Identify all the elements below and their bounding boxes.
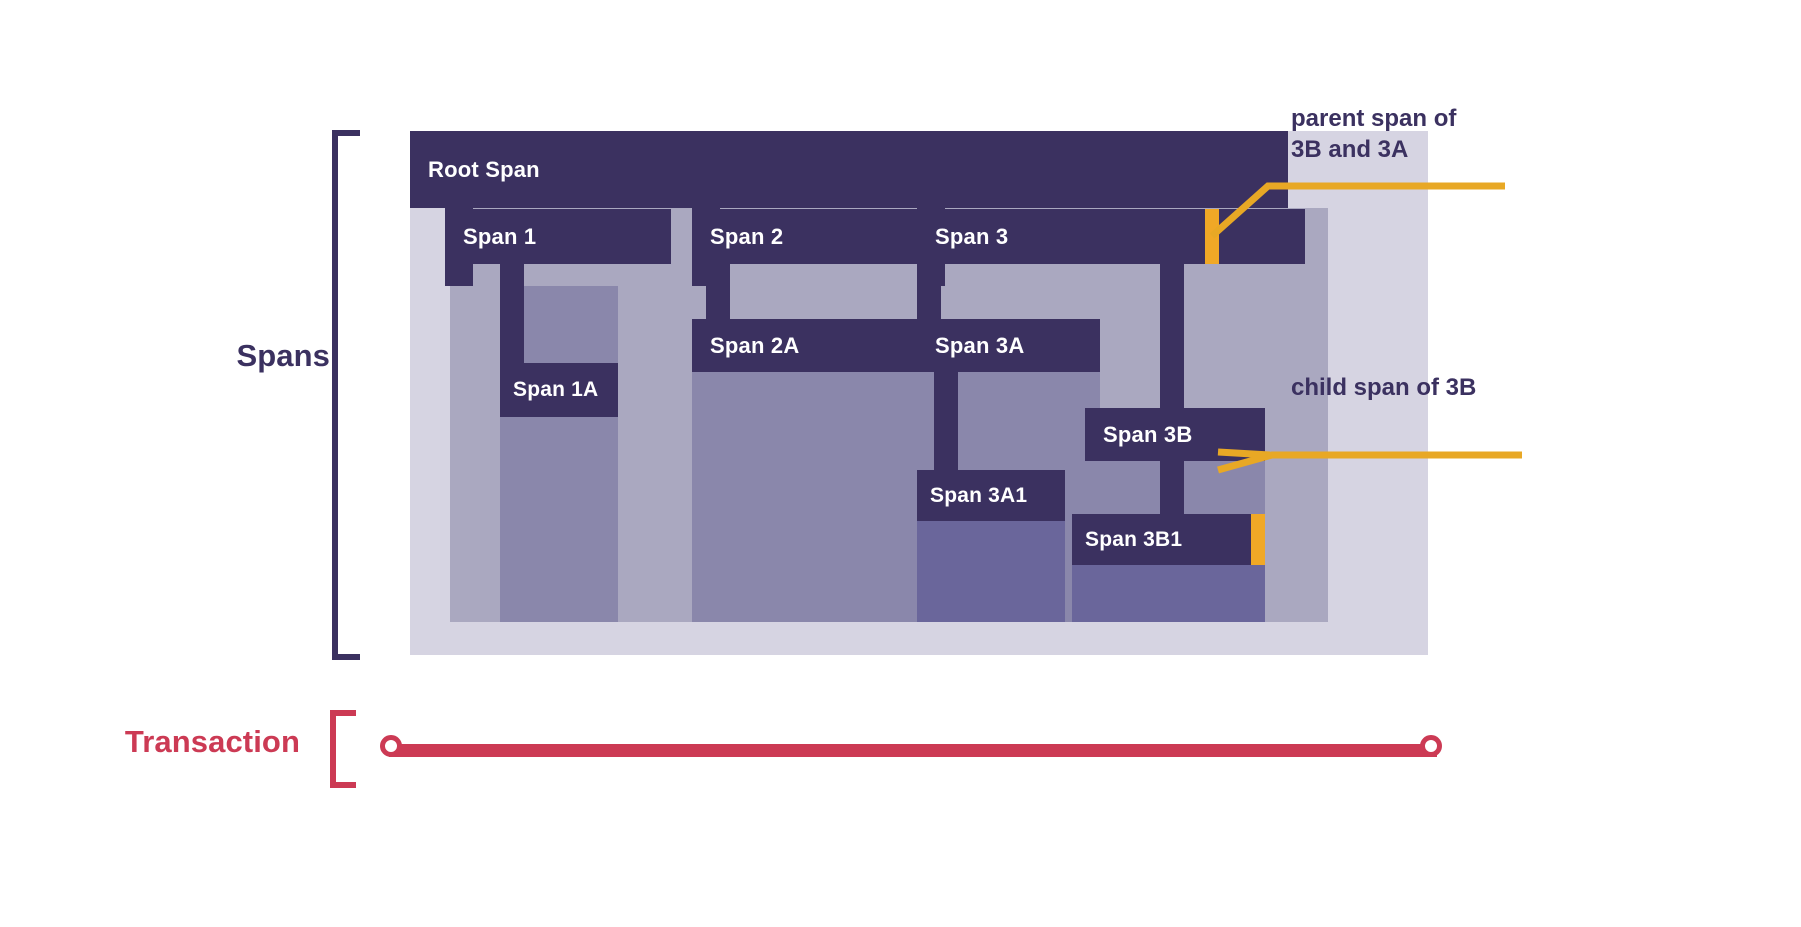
highlight-marker-span3[interactable] <box>1205 209 1219 264</box>
span-body-span1a-lower <box>500 417 618 622</box>
span-label-root: Root Span <box>428 156 540 182</box>
span-bar-span3b[interactable]: Span 3B <box>1085 408 1265 461</box>
span-label-span3: Span 3 <box>935 223 1009 249</box>
span-label-span3b: Span 3B <box>1103 421 1193 447</box>
transaction-bar-line <box>389 744 1437 757</box>
span-stem-span2a <box>706 264 730 319</box>
transaction-bar[interactable] <box>375 735 1450 765</box>
span-label-span3a1: Span 3A1 <box>930 483 1028 507</box>
highlight-marker-span3b1[interactable] <box>1251 514 1265 565</box>
span-bar-span1[interactable]: Span 1 <box>445 209 671 264</box>
span-label-span2a: Span 2A <box>710 332 800 358</box>
span-label-span1a: Span 1A <box>513 378 599 401</box>
span-body-span3b1 <box>1072 565 1265 622</box>
spans-group-label: Spans <box>236 338 330 373</box>
span-stem-span3b1 <box>1160 461 1184 516</box>
span-bar-span2a[interactable]: Span 2A <box>692 319 918 372</box>
span-body-span2a <box>692 372 918 622</box>
span-bar-span3a1[interactable]: Span 3A1 <box>917 470 1065 521</box>
transaction-end-dot[interactable] <box>1420 735 1442 757</box>
spans-waterfall-canvas: Root Span Span 1 Span 1A Span 2 Span 2A <box>410 131 1428 655</box>
span-bar-span1a[interactable]: Span 1A <box>500 363 618 417</box>
span-body-span3a1 <box>917 521 1065 622</box>
annotation-parent-span: parent span of 3B and 3A <box>1291 105 1457 163</box>
span-label-span1: Span 1 <box>463 223 537 249</box>
span-bar-span3[interactable]: Span 3 <box>917 209 1305 264</box>
annotation-child-span: child span of 3B <box>1291 374 1477 401</box>
transaction-start-dot[interactable] <box>380 735 402 757</box>
span-bar-span3b1[interactable]: Span 3B1 <box>1072 514 1265 565</box>
span-stem-span3a <box>917 264 941 319</box>
span-label-span3b1: Span 3B1 <box>1085 527 1183 551</box>
span-bar-span2[interactable]: Span 2 <box>692 209 918 264</box>
span-stem-span3b <box>1160 264 1184 409</box>
transaction-bracket <box>330 710 356 788</box>
transaction-group-label: Transaction <box>124 724 300 759</box>
span-label-span3a: Span 3A <box>935 332 1025 358</box>
span-label-span2: Span 2 <box>710 223 784 249</box>
span-bar-root[interactable]: Root Span <box>410 131 1288 208</box>
spans-bracket <box>332 130 360 660</box>
